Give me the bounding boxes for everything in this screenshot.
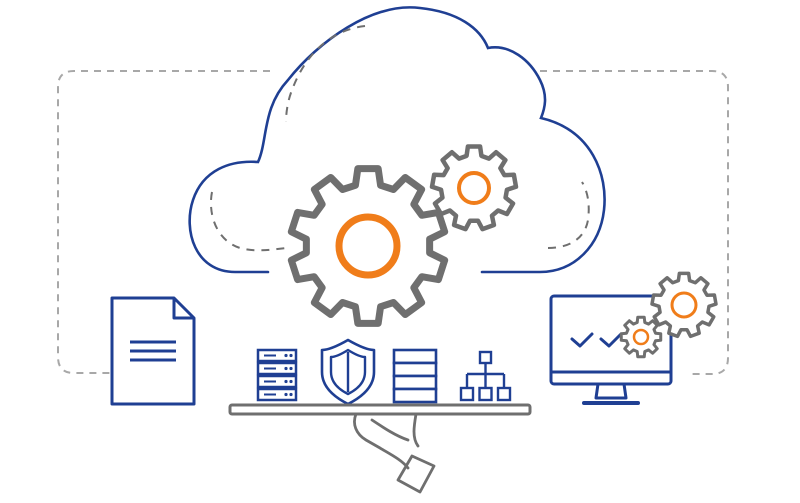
gear-body: [619, 315, 663, 359]
dashed-connector-frame: [57, 70, 729, 375]
serving-tray-icon: [228, 403, 532, 416]
network-hierarchy-icon: [459, 350, 512, 402]
large-gear-icon: [287, 165, 449, 327]
shield-icon: [320, 338, 376, 406]
checkmark-icon: [570, 332, 623, 348]
gear-body: [287, 165, 449, 327]
hand-icon: [353, 412, 436, 494]
database-icon: [392, 348, 438, 404]
gear-body: [429, 144, 519, 232]
monitor-small-gear-icon: [619, 315, 663, 359]
document-icon: [110, 296, 196, 406]
gear-hub: [670, 291, 698, 319]
server-rack-icon: [256, 348, 298, 402]
monitor-large-gear-icon: [650, 271, 718, 339]
gear-body: [650, 271, 718, 339]
gear-hub: [457, 171, 491, 205]
gear-hub: [335, 213, 401, 279]
small-gear-icon: [429, 144, 519, 232]
gear-hub: [632, 328, 650, 346]
cloud-icon: [188, 6, 606, 274]
